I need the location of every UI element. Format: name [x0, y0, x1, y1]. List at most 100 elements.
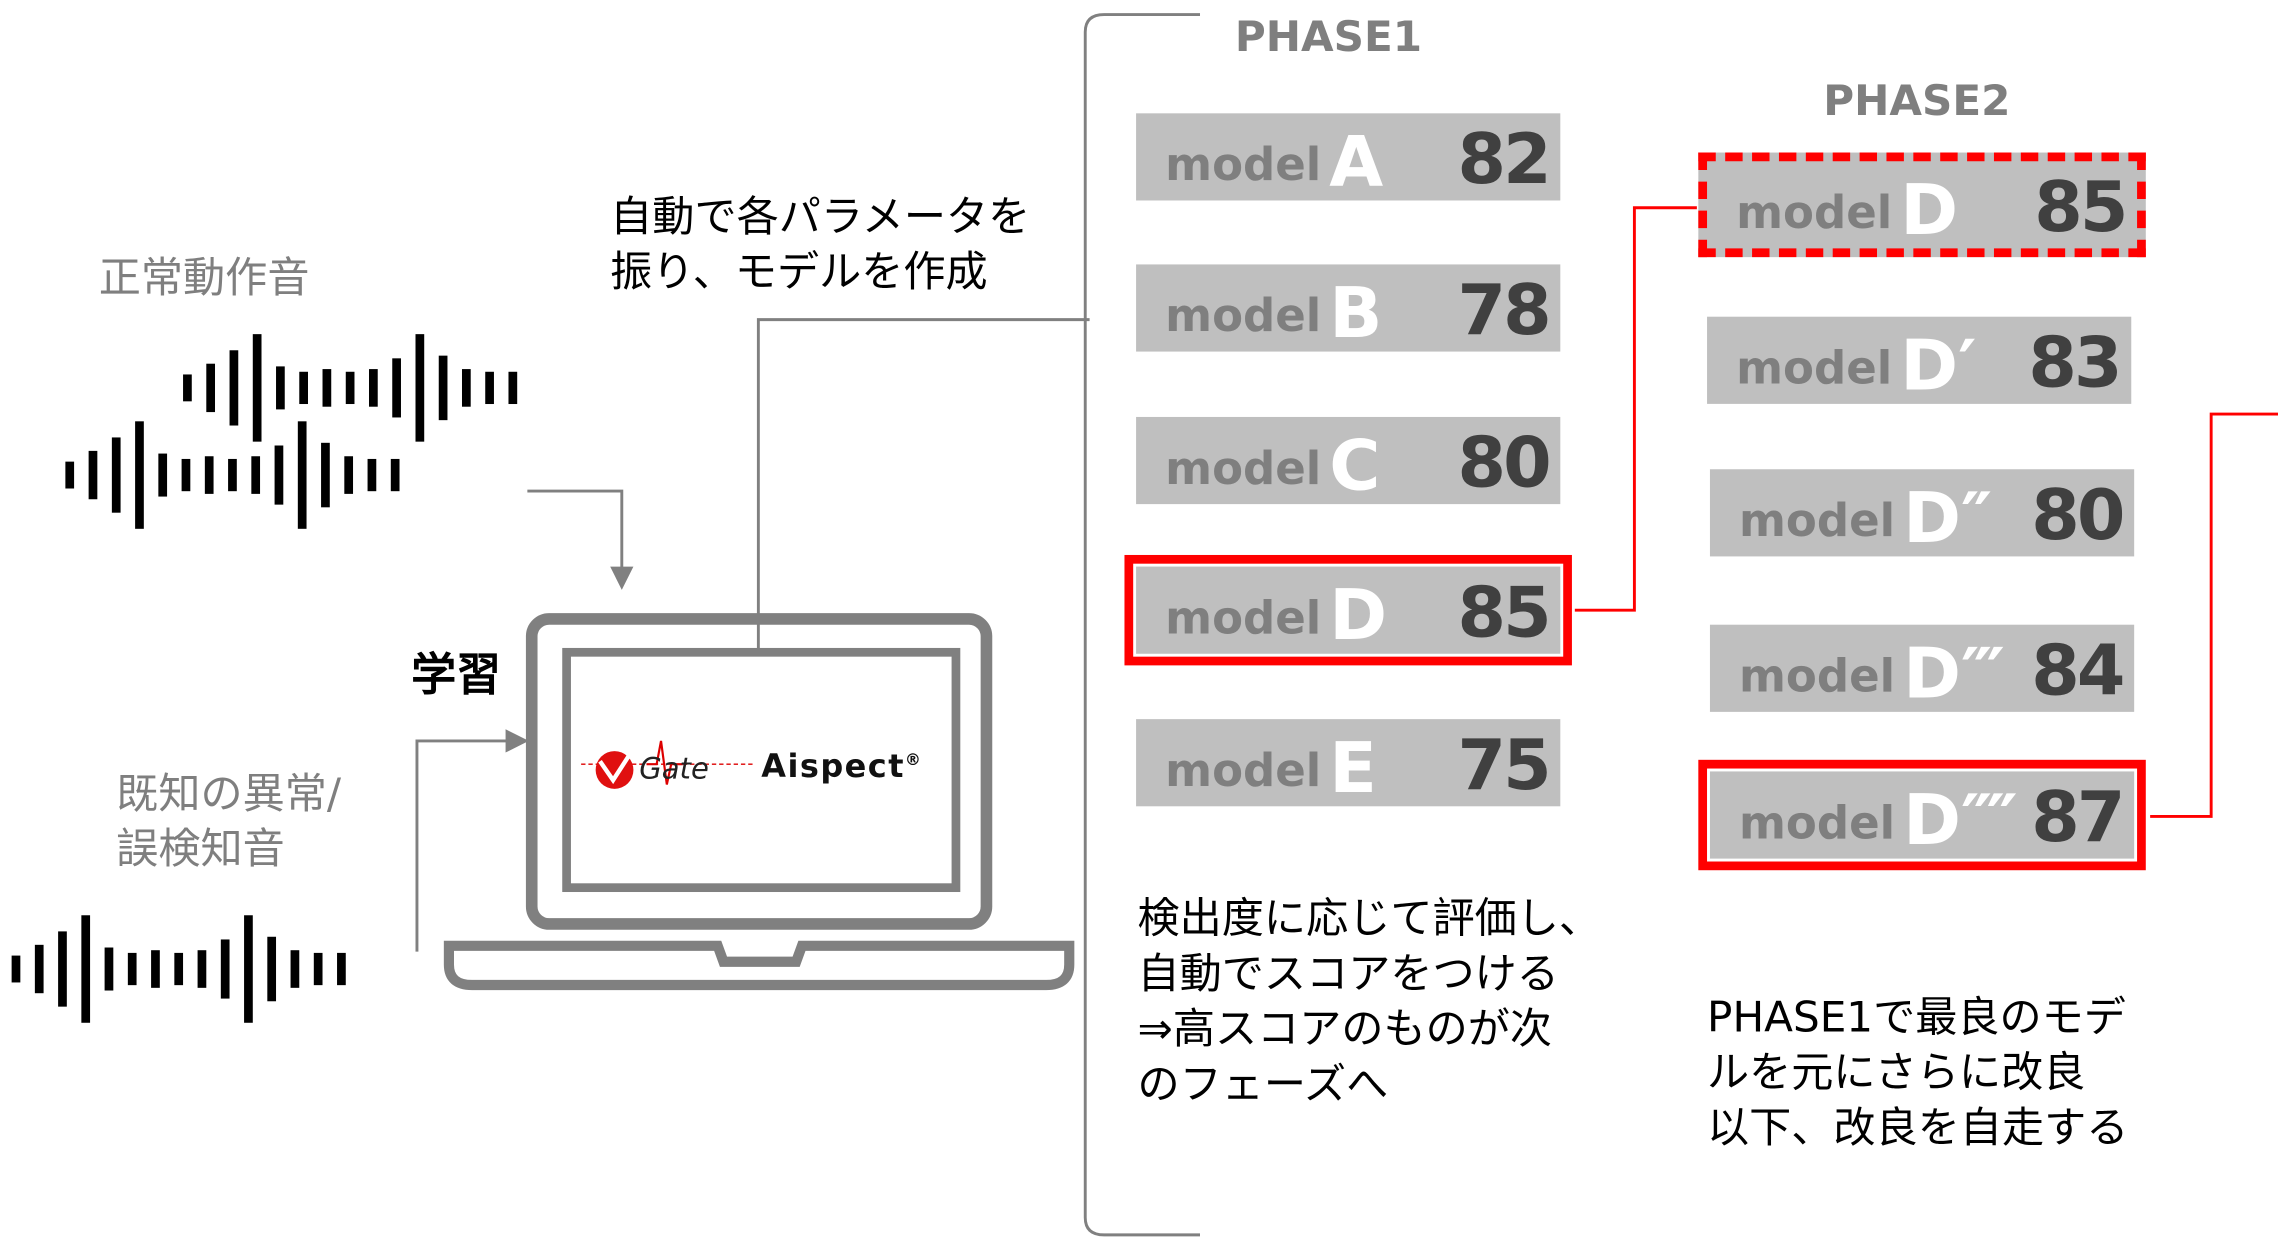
text-line: ⇒高スコアのものが次: [1137, 1003, 1553, 1054]
model-score: 83: [2028, 322, 2122, 404]
vgate-logo: [581, 740, 753, 789]
normal-waveform-bar: [252, 334, 262, 442]
text-line: 検出度に応じて評価し、: [1137, 893, 1602, 943]
normal-waveform-bar: [229, 350, 239, 426]
normal-waveform-bar: [461, 369, 471, 407]
model-label: model: [1165, 443, 1322, 496]
anomaly-sound-label: 既知の異常/ 誤検知音: [116, 766, 341, 876]
text-line: 自動でスコアをつける: [1137, 948, 1559, 999]
text-line: のフェーズへ: [1137, 1059, 1389, 1109]
laptop-base: [443, 940, 1075, 991]
normal-waveform-bar: [276, 366, 285, 410]
phase1-title: PHASE1: [1234, 11, 1423, 62]
anomaly-waveform-bar: [151, 950, 160, 988]
model-score: 82: [1457, 119, 1551, 201]
normal-waveform-bar: [345, 371, 355, 405]
normal-waveform-bar: [367, 458, 377, 492]
model-label: model: [1165, 592, 1322, 646]
registered-mark: ®: [904, 750, 923, 770]
anomaly-waveform-bar: [313, 952, 323, 986]
model-score: 84: [2031, 630, 2125, 712]
anomaly-waveform-bar: [267, 936, 277, 1002]
normal-waveform-bar: [135, 421, 144, 529]
model-label: model: [1165, 745, 1322, 798]
anomaly-waveform-bar: [220, 939, 230, 999]
model-letter: D⁗: [1903, 780, 2018, 862]
logo-brand: Gate: [639, 751, 709, 786]
model-label: model: [1739, 650, 1896, 704]
normal-waveform-bar: [65, 461, 75, 489]
normal-waveform-bar: [322, 369, 332, 407]
laptop-lid: [525, 613, 993, 930]
normal-waveform-bar: [369, 369, 378, 407]
model-score: 80: [2031, 475, 2125, 557]
model-label: model: [1165, 290, 1322, 343]
normal-sound-label: 正常動作音: [98, 252, 310, 303]
normal-waveform-bar: [88, 450, 98, 500]
normal-waveform-bar: [508, 371, 518, 405]
normal-waveform-bar: [297, 421, 307, 529]
phase1-to-phase2-line: [1574, 206, 1697, 612]
model-score: 85: [2034, 167, 2128, 249]
logo-product: Aispect®: [761, 750, 922, 786]
anomaly-waveform-bar: [197, 950, 207, 988]
anomaly-waveform-bar: [34, 944, 44, 994]
normal-waveform-bar: [438, 355, 448, 421]
anomaly-waveform-bar: [58, 931, 67, 1007]
phase1-note: 検出度に応じて評価し、 自動でスコアをつける ⇒高スコアのものが次 のフェーズへ: [1138, 891, 1601, 1112]
text-line: PHASE1で最良のモデ: [1707, 992, 2126, 1042]
model-label: model: [1739, 797, 1896, 850]
normal-arrow: [527, 489, 624, 574]
normal-waveform-bar: [158, 453, 168, 497]
normal-waveform-bar: [251, 456, 261, 494]
normal-waveform-bar: [111, 437, 121, 513]
normal-waveform-bar: [415, 334, 425, 442]
anomaly-waveform-bar: [11, 955, 21, 983]
model-letter: D″: [1903, 477, 1993, 560]
anomaly-arrow: [415, 739, 509, 952]
model-letter: A: [1329, 122, 1384, 204]
model-letter: E: [1329, 727, 1377, 810]
anomaly-waveform-bar: [104, 947, 114, 991]
model-label: model: [1736, 342, 1893, 396]
arrowhead-icon: [505, 729, 529, 753]
normal-waveform-bar: [206, 363, 216, 413]
model-letter: D‴: [1903, 633, 2005, 715]
phase2-title: PHASE2: [1823, 75, 2011, 125]
model-score: 78: [1457, 270, 1551, 352]
normal-waveform-bar: [299, 371, 308, 405]
model-letter: C: [1329, 425, 1381, 508]
normal-waveform-bar: [183, 374, 192, 402]
model-score: 75: [1457, 724, 1551, 807]
anomaly-waveform-bar: [290, 950, 300, 988]
anomaly-waveform-bar: [174, 952, 184, 986]
model-letter: D: [1329, 575, 1388, 657]
text-line: 自動で各パラメータを: [610, 191, 1031, 242]
phase2-note: PHASE1で最良のモデ ルを元にさらに改良 以下、改良を自走する: [1707, 989, 2128, 1155]
anomaly-waveform-bar: [337, 952, 346, 986]
text-line: ルを元にさらに改良: [1707, 1047, 2086, 1097]
param-line: [756, 318, 1090, 683]
model-letter: B: [1329, 273, 1383, 355]
arrowhead-icon: [610, 566, 634, 590]
normal-waveform-bar: [274, 445, 284, 505]
text-line: 以下、改良を自走する: [1707, 1102, 2129, 1153]
normal-waveform-bar: [181, 458, 191, 492]
learning-label: 学習: [411, 649, 502, 702]
bracket: [1083, 13, 1201, 1237]
text-line: 既知の異常/: [116, 768, 342, 818]
normal-waveform-bar: [228, 458, 237, 492]
model-score: 80: [1457, 422, 1551, 505]
model-letter: D′: [1900, 325, 1977, 407]
